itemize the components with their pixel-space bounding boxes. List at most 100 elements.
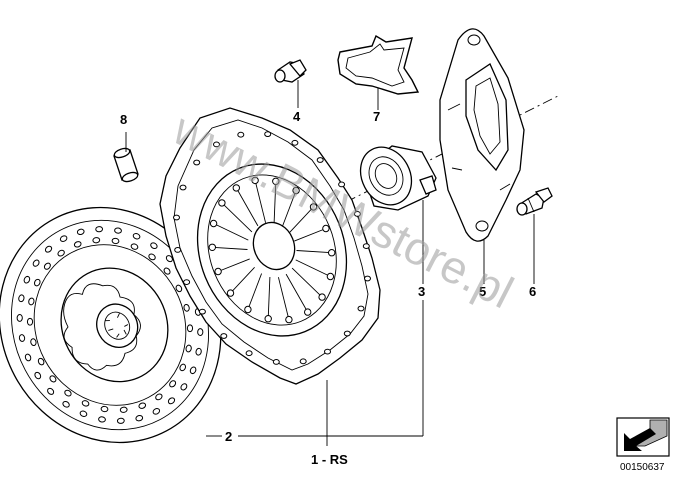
disc-rivets <box>16 226 204 424</box>
disc-rivet <box>119 406 128 413</box>
arrow-navigation-icon[interactable] <box>616 417 670 457</box>
spring-finger <box>285 273 309 313</box>
spring-finger <box>235 187 259 227</box>
disc-rivet <box>32 259 40 267</box>
spring-finger <box>277 277 290 320</box>
disc-rivet <box>49 375 57 383</box>
pressure-plate-rivet <box>245 350 253 357</box>
spring-finger-tip <box>318 293 326 301</box>
leader-lines <box>125 80 535 446</box>
release-bearing[interactable] <box>351 138 437 214</box>
disc-rivet <box>175 284 183 293</box>
spring-finger-tip <box>326 272 335 281</box>
spring-finger <box>294 228 327 242</box>
disc-rivet <box>81 400 90 407</box>
diaphragm-spring-fingers <box>208 176 336 324</box>
pressure-plate-rivet <box>183 279 191 286</box>
spring-finger <box>230 266 255 294</box>
disc-rivet <box>76 228 85 236</box>
disc-rivet <box>34 371 42 380</box>
pressure-plate-rivet <box>272 359 280 365</box>
spring-finger <box>213 223 249 241</box>
bolt[interactable] <box>274 59 307 83</box>
spring-finger <box>221 202 253 233</box>
spring-finger-tip <box>292 186 300 195</box>
pressure-plate-rivet <box>237 131 245 138</box>
disc-rivet <box>98 416 106 423</box>
pressure-plate-rivet <box>364 275 371 282</box>
spring-finger-tip <box>208 243 217 252</box>
pressure-plate-rivets <box>173 131 371 365</box>
spring-finger-tip <box>244 305 252 314</box>
spring-finger-tip <box>214 267 222 276</box>
disc-rivet <box>18 334 26 342</box>
disc-rivet <box>132 233 141 240</box>
pressure-plate-rivet <box>220 333 228 339</box>
callout-3: 3 <box>418 284 425 299</box>
pressure-plate-rivet <box>173 214 180 221</box>
disc-rivet <box>64 389 72 397</box>
pressure-plate-rivet <box>179 184 187 191</box>
disc-rivet <box>135 414 144 422</box>
disc-rivet <box>186 324 194 333</box>
pressure-plate-rivet <box>343 330 351 337</box>
disc-rivet <box>111 237 120 245</box>
disc-rivet <box>169 380 177 388</box>
disc-rivet <box>179 363 187 372</box>
spring-finger-tip <box>251 176 259 185</box>
disc-rivet <box>37 357 45 366</box>
disc-rivet <box>185 344 192 353</box>
disc-rivet <box>155 393 163 401</box>
callout-5: 5 <box>479 284 486 299</box>
disc-rivet <box>138 402 147 409</box>
pressure-plate-rivet <box>193 159 201 166</box>
disc-rivet <box>79 410 88 417</box>
disc-rivet <box>47 387 55 395</box>
callout-4: 4 <box>293 109 301 124</box>
disc-rivet <box>18 294 25 303</box>
disc-rivet <box>163 267 171 275</box>
spring-finger <box>296 250 332 254</box>
pressure-plate-rivet <box>264 131 272 138</box>
dowel-sleeve[interactable] <box>113 147 139 184</box>
spring-finger <box>267 276 271 319</box>
clutch-disc[interactable] <box>0 168 262 481</box>
disc-rivet <box>130 243 139 250</box>
spring-finger-tip <box>328 249 336 257</box>
spring-clip[interactable] <box>337 34 420 95</box>
disc-rivet <box>30 338 37 347</box>
spring-finger-tip <box>209 219 218 228</box>
pressure-plate-rivet <box>353 211 361 217</box>
disc-rivet <box>16 314 23 322</box>
spring-finger-tip <box>232 184 241 192</box>
disc-rivet <box>189 366 197 375</box>
spring-finger-tip <box>304 308 312 316</box>
disc-rivet <box>167 397 176 405</box>
pressure-plate[interactable] <box>159 107 381 385</box>
spring-finger <box>212 246 248 250</box>
pressure-plate-rivet <box>338 181 346 188</box>
spring-finger-tip <box>272 177 280 186</box>
pressure-plate-rivet <box>213 141 220 148</box>
spring-finger-tip <box>264 315 272 323</box>
pivot-pin[interactable] <box>516 187 553 216</box>
disc-rivet <box>152 408 161 415</box>
disc-rivet <box>26 317 34 326</box>
pressure-plate-rivet <box>362 243 370 250</box>
pressure-plate-rivet <box>174 247 182 253</box>
disc-rivet <box>150 242 158 250</box>
spring-finger <box>217 258 250 272</box>
spring-finger-tip <box>226 289 235 297</box>
callout-7: 7 <box>373 109 380 124</box>
pressure-plate-rivet <box>291 139 299 146</box>
guide-sleeve-plate[interactable] <box>439 28 525 242</box>
pressure-plate-rivet <box>316 157 324 163</box>
spring-finger <box>295 259 331 277</box>
diagram-code: 00150637 <box>620 462 665 473</box>
callout-2: 2 <box>225 429 232 444</box>
disc-rivet <box>197 328 204 336</box>
disc-rivet <box>59 235 68 242</box>
disc-rivet <box>148 253 156 261</box>
spring-finger-tip <box>218 199 226 207</box>
